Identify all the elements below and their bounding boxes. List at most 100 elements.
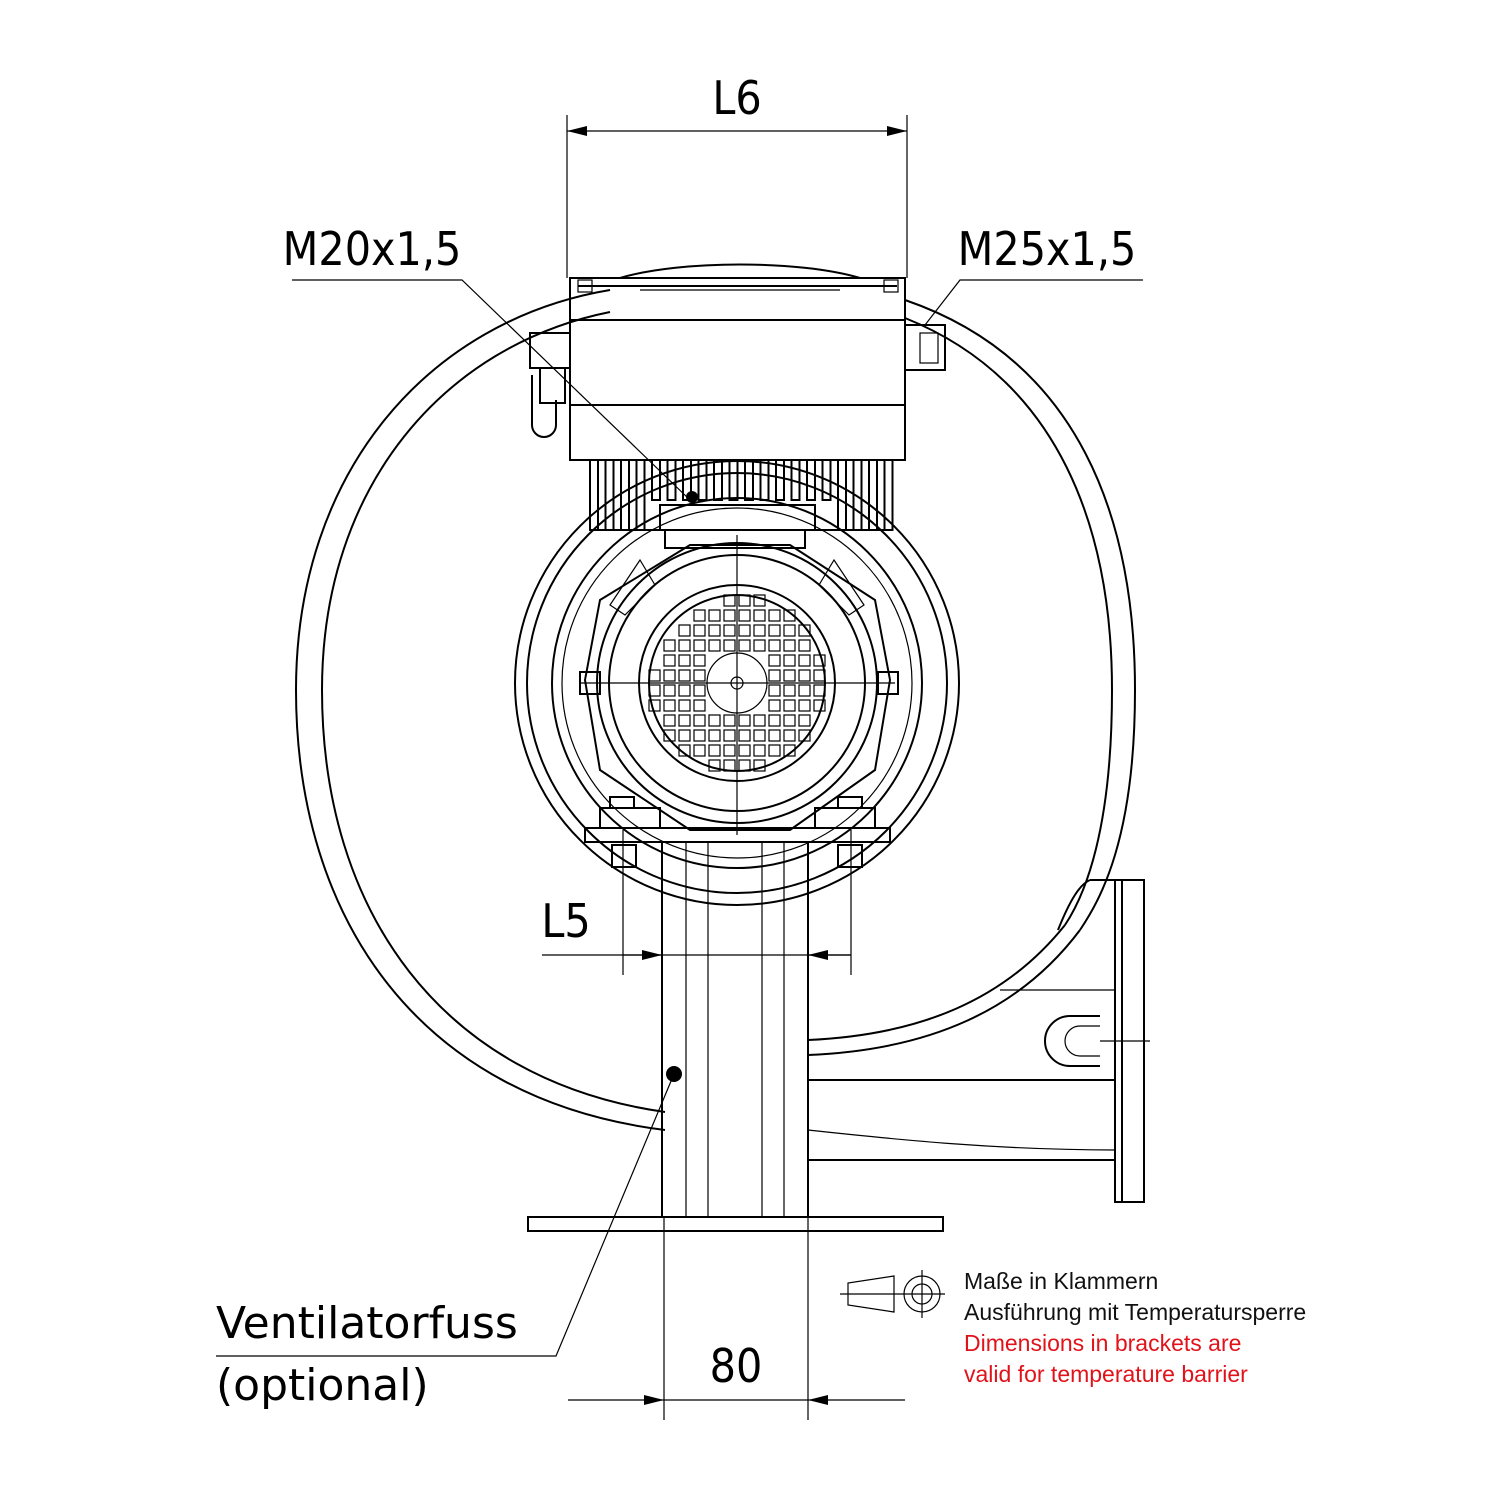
fan-cover-opening — [663, 714, 676, 727]
fan-foot — [527, 841, 944, 1232]
dimension-l6: L6 — [566, 71, 908, 278]
fan-cover-opening — [813, 669, 826, 682]
fan-cover-opening — [768, 714, 781, 727]
fan-cover-opening — [798, 699, 811, 712]
fan-cover-opening — [783, 714, 796, 727]
fan-cover-opening — [678, 624, 691, 637]
fan-housing — [294, 289, 1150, 1203]
fan-cover-opening — [783, 609, 796, 622]
fan-cover-opening — [678, 729, 691, 742]
fan-cover-opening — [723, 639, 736, 652]
cooling-fin — [790, 459, 801, 501]
fan-cover-opening — [693, 714, 706, 727]
fan-cover-opening — [708, 624, 721, 637]
foot-width-label: 80 — [710, 1339, 763, 1393]
fan-cover-opening — [678, 714, 691, 727]
fan-cover-opening — [738, 759, 751, 772]
fan-cover-opening — [738, 624, 751, 637]
fan-cover-opening — [663, 699, 676, 712]
motor-body — [579, 535, 899, 835]
dimension-foot-width: 80 — [568, 1217, 905, 1420]
fan-cover-opening — [798, 729, 811, 742]
fan-cover-opening — [708, 639, 721, 652]
fan-cover-opening — [693, 729, 706, 742]
fan-cover-opening — [783, 684, 796, 697]
fan-cover-opening — [738, 639, 751, 652]
cooling-fin — [666, 459, 677, 501]
cooling-fin — [806, 459, 816, 501]
fan-cover-opening — [738, 609, 751, 622]
fan-foot-label: Ventilatorfuss — [216, 1298, 518, 1349]
fan-cover-opening — [798, 654, 811, 667]
legend-de-line2: Ausführung mit Temperatursperre — [964, 1299, 1307, 1325]
fan-cover-opening — [678, 744, 691, 757]
terminal-box — [529, 263, 946, 549]
fan-cover-opening — [768, 744, 781, 757]
cooling-fin — [620, 459, 630, 531]
fan-cover-opening — [783, 699, 796, 712]
fan-cover-opening — [813, 684, 826, 697]
fan-cover-opening — [693, 684, 706, 697]
fan-cover-opening — [738, 729, 751, 742]
fan-cover-opening — [693, 624, 706, 637]
legend-note: Maße in Klammern Ausführung mit Temperat… — [964, 1266, 1306, 1390]
fan-cover-opening — [693, 654, 706, 667]
cooling-fin — [775, 459, 785, 501]
callout-left-thread: M20x1,5 — [283, 222, 698, 503]
fan-cover-opening — [648, 669, 661, 682]
fan-cover-opening — [648, 699, 661, 712]
fan-cover-opening — [693, 699, 706, 712]
fan-cover-opening — [813, 654, 826, 667]
fan-cover-opening — [768, 699, 781, 712]
cooling-fin — [744, 459, 754, 501]
fan-cover-opening — [753, 714, 766, 727]
fan-cover-opening — [663, 669, 676, 682]
fan-foot-optional-label: (optional) — [216, 1360, 429, 1411]
fan-cover-opening — [678, 639, 691, 652]
legend-de-line1: Maße in Klammern — [964, 1268, 1159, 1294]
first-angle-projection-icon — [840, 1270, 945, 1318]
cooling-fin — [759, 459, 770, 501]
fan-cover-opening — [783, 669, 796, 682]
fan-cover-opening — [768, 639, 781, 652]
fan-cover-opening — [768, 654, 781, 667]
fan-cover-opening — [723, 594, 736, 607]
fan-cover-opening — [693, 744, 706, 757]
cooling-fin — [837, 459, 847, 531]
fan-cover-opening — [783, 624, 796, 637]
fan-cover-opening — [678, 669, 691, 682]
fan-cover-opening — [738, 714, 751, 727]
fan-cover-opening — [798, 669, 811, 682]
fan-cover-opening — [753, 759, 766, 772]
fan-cover-opening — [663, 729, 676, 742]
right-thread-label: M25x1,5 — [958, 222, 1137, 276]
l5-label: L5 — [541, 894, 590, 948]
callout-right-thread: M25x1,5 — [924, 222, 1143, 326]
fan-cover-opening — [798, 624, 811, 637]
cooling-fin — [697, 459, 708, 501]
fan-cover-opening — [738, 744, 751, 757]
fan-cover-opening — [798, 714, 811, 727]
fan-cover-opening — [723, 729, 736, 742]
fan-cover-opening — [708, 729, 721, 742]
cooling-fin — [651, 459, 661, 501]
cooling-fin — [728, 459, 739, 501]
fan-cover-opening — [723, 744, 736, 757]
fan-cover-opening — [783, 639, 796, 652]
fan-cover-opening — [783, 744, 796, 757]
fan-cover-opening — [723, 609, 736, 622]
fan-cover-opening — [678, 684, 691, 697]
legend-en-line2: valid for temperature barrier — [964, 1361, 1248, 1387]
cooling-fin — [713, 459, 723, 501]
fan-cover-opening — [768, 624, 781, 637]
fan-cover-opening — [783, 654, 796, 667]
fan-cover-opening — [708, 714, 721, 727]
fan-cover-opening — [753, 744, 766, 757]
fan-cover-opening — [753, 594, 766, 607]
l6-label: L6 — [712, 71, 761, 125]
fan-cover-opening — [753, 624, 766, 637]
fan-cover-opening — [768, 684, 781, 697]
fan-cover-opening — [768, 729, 781, 742]
fan-cover-opening — [723, 624, 736, 637]
fan-cover-opening — [753, 729, 766, 742]
